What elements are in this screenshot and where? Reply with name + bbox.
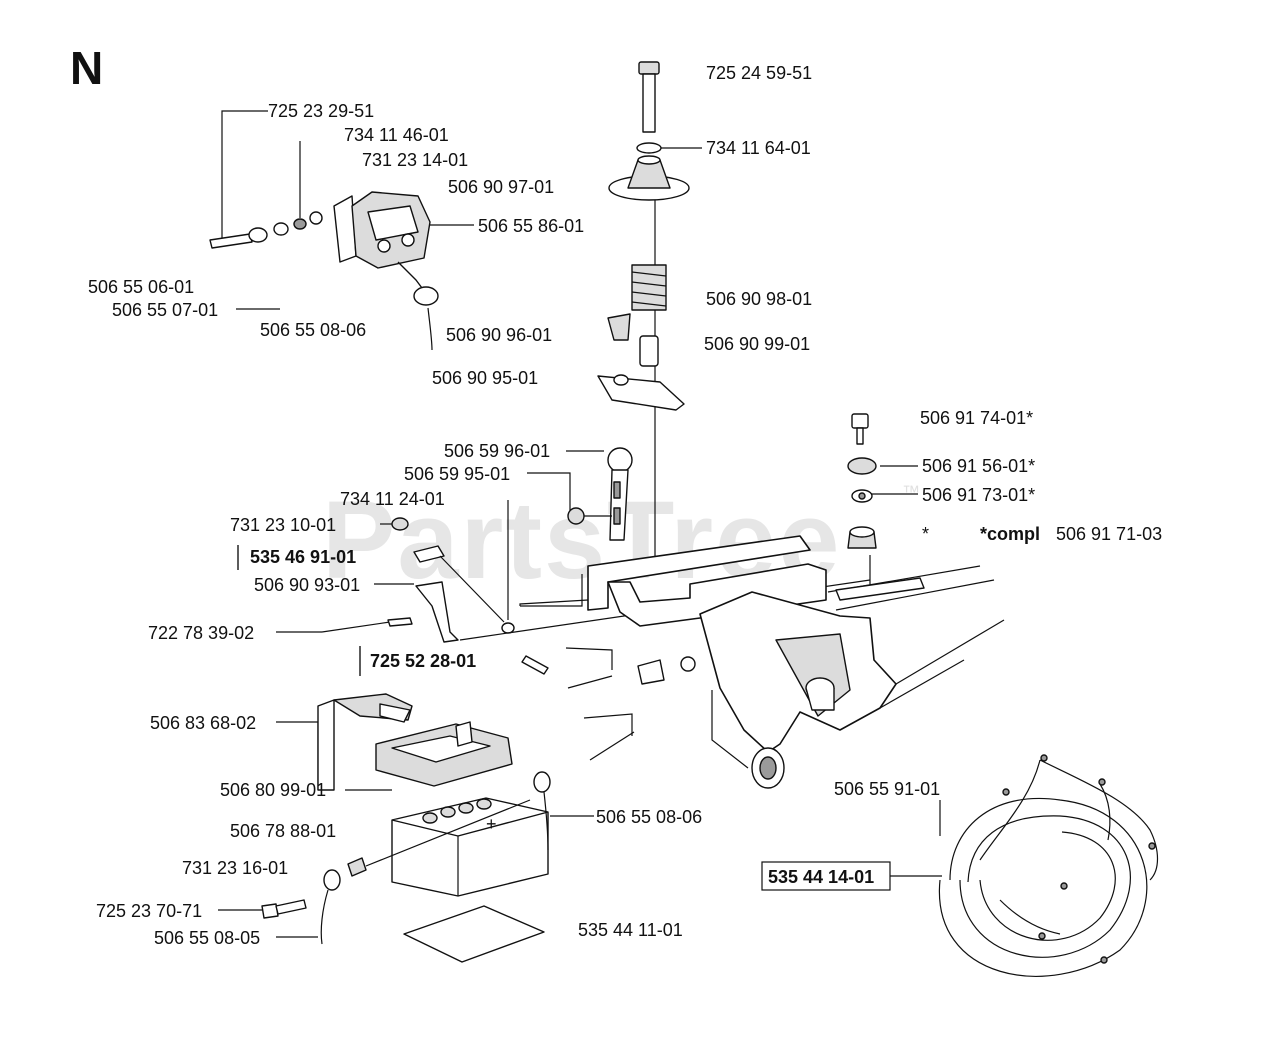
part-label[interactable]: 506 90 97-01 <box>448 177 554 197</box>
part-label[interactable]: 725 52 28-01 <box>370 651 476 671</box>
part-label[interactable]: 731 23 14-01 <box>362 150 468 170</box>
part-label[interactable]: 734 11 64-01 <box>706 138 811 158</box>
battery-cables <box>261 771 551 945</box>
battery: + <box>391 797 549 897</box>
part-label[interactable]: 506 59 95-01 <box>404 464 510 484</box>
part-label[interactable]: 506 55 08-06 <box>596 807 702 827</box>
part-label[interactable]: 725 23 70-71 <box>96 901 202 921</box>
part-label[interactable]: 506 83 68-02 <box>150 713 256 733</box>
part-label[interactable]: 506 90 98-01 <box>706 289 812 309</box>
part-label[interactable]: 506 55 07-01 <box>112 300 218 320</box>
label-markers <box>237 545 891 891</box>
part-label[interactable]: 506 55 06-01 <box>88 277 194 297</box>
part-label[interactable]: 506 80 99-01 <box>220 780 326 800</box>
part-label[interactable]: 734 11 24-01 <box>340 489 445 509</box>
part-label[interactable]: * <box>922 524 929 544</box>
switch-assembly <box>209 191 439 351</box>
part-label[interactable]: 535 44 14-01 <box>768 867 874 887</box>
part-label[interactable]: 722 78 39-02 <box>148 623 254 643</box>
part-label[interactable]: 506 90 93-01 <box>254 575 360 595</box>
part-label[interactable]: 731 23 10-01 <box>230 515 336 535</box>
part-label[interactable]: 506 78 88-01 <box>230 821 336 841</box>
part-label[interactable]: 725 23 29-51 <box>268 101 374 121</box>
part-label[interactable]: 725 24 59-51 <box>706 63 812 83</box>
part-label[interactable]: 506 55 08-06 <box>260 320 366 340</box>
part-label[interactable]: 506 59 96-01 <box>444 441 550 461</box>
highlight-box <box>761 861 891 891</box>
part-label[interactable]: 734 11 46-01 <box>344 125 449 145</box>
battery-holder <box>317 693 413 791</box>
part-label[interactable]: 506 91 73-01* <box>922 485 1035 505</box>
part-label[interactable]: 506 55 91-01 <box>834 779 940 799</box>
part-label[interactable]: 506 90 96-01 <box>446 325 552 345</box>
part-label[interactable]: 506 91 56-01* <box>922 456 1035 476</box>
section-letter: N <box>70 42 103 94</box>
part-label[interactable]: 535 46 91-01 <box>250 547 356 567</box>
part-label[interactable]: *compl <box>980 524 1040 544</box>
part-label[interactable]: 506 91 74-01* <box>920 408 1033 428</box>
part-label[interactable]: 731 23 16-01 <box>182 858 288 878</box>
part-label[interactable]: 506 90 95-01 <box>432 368 538 388</box>
part-label[interactable]: 506 55 08-05 <box>154 928 260 948</box>
part-labels: 725 23 29-51 734 11 46-01 731 23 14-01 5… <box>88 63 1162 948</box>
part-label[interactable]: 506 91 71-03 <box>1056 524 1162 544</box>
part-label[interactable]: 506 55 86-01 <box>478 216 584 236</box>
watermark-trademark: ™ <box>902 482 920 502</box>
svg-text:+: + <box>486 814 497 834</box>
frame-assembly <box>519 535 1005 789</box>
wiring-harness <box>938 754 1159 977</box>
battery-cover <box>375 721 513 787</box>
part-label[interactable]: 535 44 11-01 <box>578 920 683 940</box>
ignition-switch <box>847 413 877 549</box>
part-label[interactable]: 506 90 99-01 <box>704 334 810 354</box>
battery-mat <box>403 905 545 963</box>
spring-stack-assembly <box>597 61 690 411</box>
